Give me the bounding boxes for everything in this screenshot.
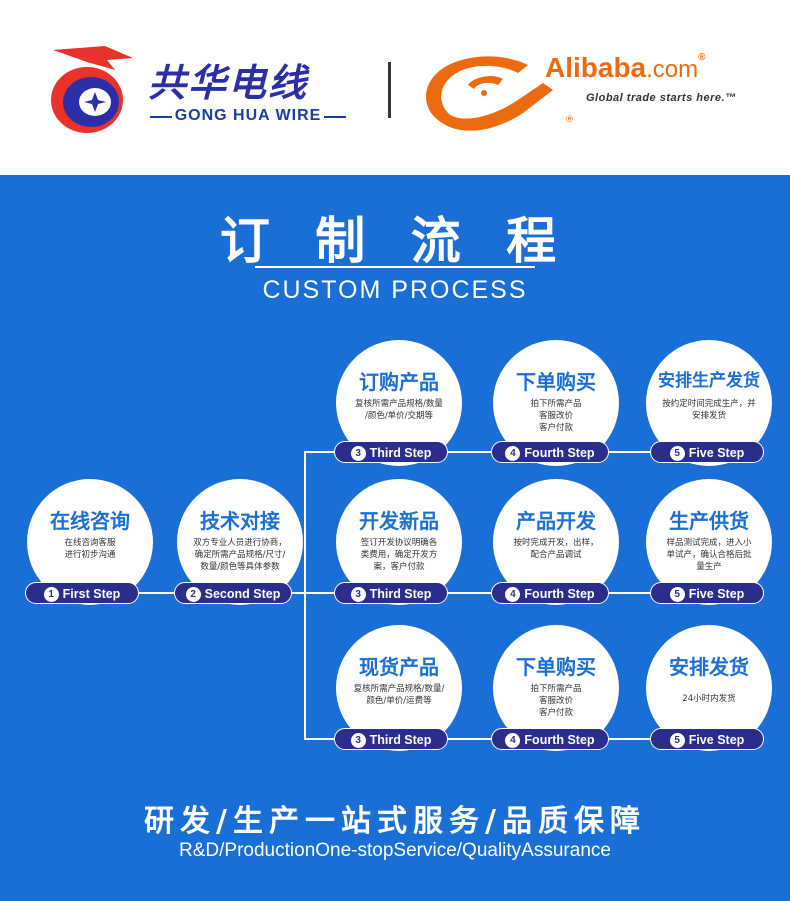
step-desc: 样品测试完成，进入小 单试产，确认合格后批 量生产 <box>666 538 752 572</box>
step-label: Five Step <box>688 587 745 601</box>
alibaba-slogan: Global trade starts here.™ <box>586 92 737 104</box>
step-title: 现货产品 <box>359 655 439 679</box>
step-label: First Step <box>62 587 121 601</box>
step-title: 下单购买 <box>516 370 596 394</box>
step-desc: 双方专业人员进行协商， 确定所需产品规格/尺寸/ 数量/颜色等具体参数 <box>193 538 287 572</box>
step-number-badge: 4 <box>505 733 521 748</box>
step-title: 安排生产发货 <box>658 371 760 391</box>
alibaba-wordmark: Alibaba.com® <box>545 52 706 84</box>
step-number-badge: 2 <box>185 587 201 602</box>
decor-line-right <box>324 116 346 118</box>
step-desc: 在线咨询客服 进行初步沟通 <box>64 538 116 560</box>
footer-slogan-en: R&D/ProductionOne-stopService/QualityAss… <box>179 840 611 861</box>
step-label: Third Step <box>369 587 432 601</box>
step-number-badge: 1 <box>43 587 59 602</box>
step-label: Third Step <box>369 733 432 747</box>
gonghua-brand-en-block: GONG HUA WIRE <box>148 106 348 126</box>
step-title: 开发新品 <box>359 509 439 533</box>
step-title: 产品开发 <box>516 509 596 533</box>
step-title: 技术对接 <box>200 509 280 533</box>
step-label: Fourth Step <box>524 446 595 460</box>
decor-line-left <box>150 116 172 118</box>
step-number-badge: 5 <box>669 446 685 461</box>
step-title: 下单购买 <box>516 655 596 679</box>
alibaba-logo-registered-mark: ® <box>565 115 574 125</box>
title-cn: 订 制 流 程 <box>219 212 571 270</box>
step-title: 安排发货 <box>669 655 749 679</box>
step-desc: 复核所需产品规格/数量 /颜色/单价/交期等 <box>355 399 443 421</box>
gonghua-brand-en: GONG HUA WIRE <box>174 107 322 124</box>
connector-s2-branch <box>280 592 306 594</box>
connector-s1-s2 <box>100 592 200 594</box>
step-label: Fourth Step <box>524 733 595 747</box>
step-title: 生产供货 <box>669 509 749 533</box>
footer-slogan-cn: 研发/生产一站式服务/品质保障 <box>144 804 646 839</box>
step-desc: 按约定时间完成生产，并 安排发货 <box>662 399 756 421</box>
step-number-badge: 3 <box>350 446 366 461</box>
gonghua-dragon-logo-icon <box>51 46 133 133</box>
alibaba-smile-logo-icon <box>426 56 553 131</box>
step-number-badge: 5 <box>669 733 685 748</box>
header-banner: 共华电线 GONG HUA WIRE Alibaba.com® Global t… <box>0 0 790 175</box>
step-desc: 复核所需产品规格/数量/ 颜色/单价/运费等 <box>353 684 445 706</box>
step-number-badge: 3 <box>350 587 366 602</box>
step-number-badge: 3 <box>350 733 366 748</box>
step-label: Fourth Step <box>524 587 595 601</box>
step-label: Five Step <box>688 446 745 460</box>
logo-divider <box>388 62 391 118</box>
step-number-badge: 5 <box>669 587 685 602</box>
step-label: Five Step <box>688 733 745 747</box>
title-underline <box>255 266 535 268</box>
step-desc: 按时完成开发，出样， 配合产品调试 <box>513 538 599 560</box>
step-number-badge: 4 <box>505 446 521 461</box>
step-title: 在线咨询 <box>50 509 130 533</box>
alibaba-domain-text: .com <box>646 56 699 83</box>
step-number-badge: 4 <box>505 587 521 602</box>
alibaba-brand-text: Alibaba <box>545 52 647 83</box>
step-label: Third Step <box>369 446 432 460</box>
step-desc: 拍下所需产品 客服改价 客户付款 <box>530 399 582 433</box>
alibaba-registered-mark: ® <box>698 52 706 63</box>
connector-branch-vertical <box>304 451 306 739</box>
step-label: Second Step <box>204 587 281 601</box>
step-title: 订购产品 <box>359 370 439 394</box>
step-desc: 24小时内发货 <box>682 694 736 704</box>
step-desc: 拍下所需产品 客服改价 客户付款 <box>530 684 582 718</box>
gonghua-brand-cn: 共华电线 <box>148 60 309 105</box>
step-desc: 签订开发协议明确各 类费用，确定开发方 案，客户付款 <box>360 538 438 572</box>
title-en: CUSTOM PROCESS <box>262 276 528 304</box>
